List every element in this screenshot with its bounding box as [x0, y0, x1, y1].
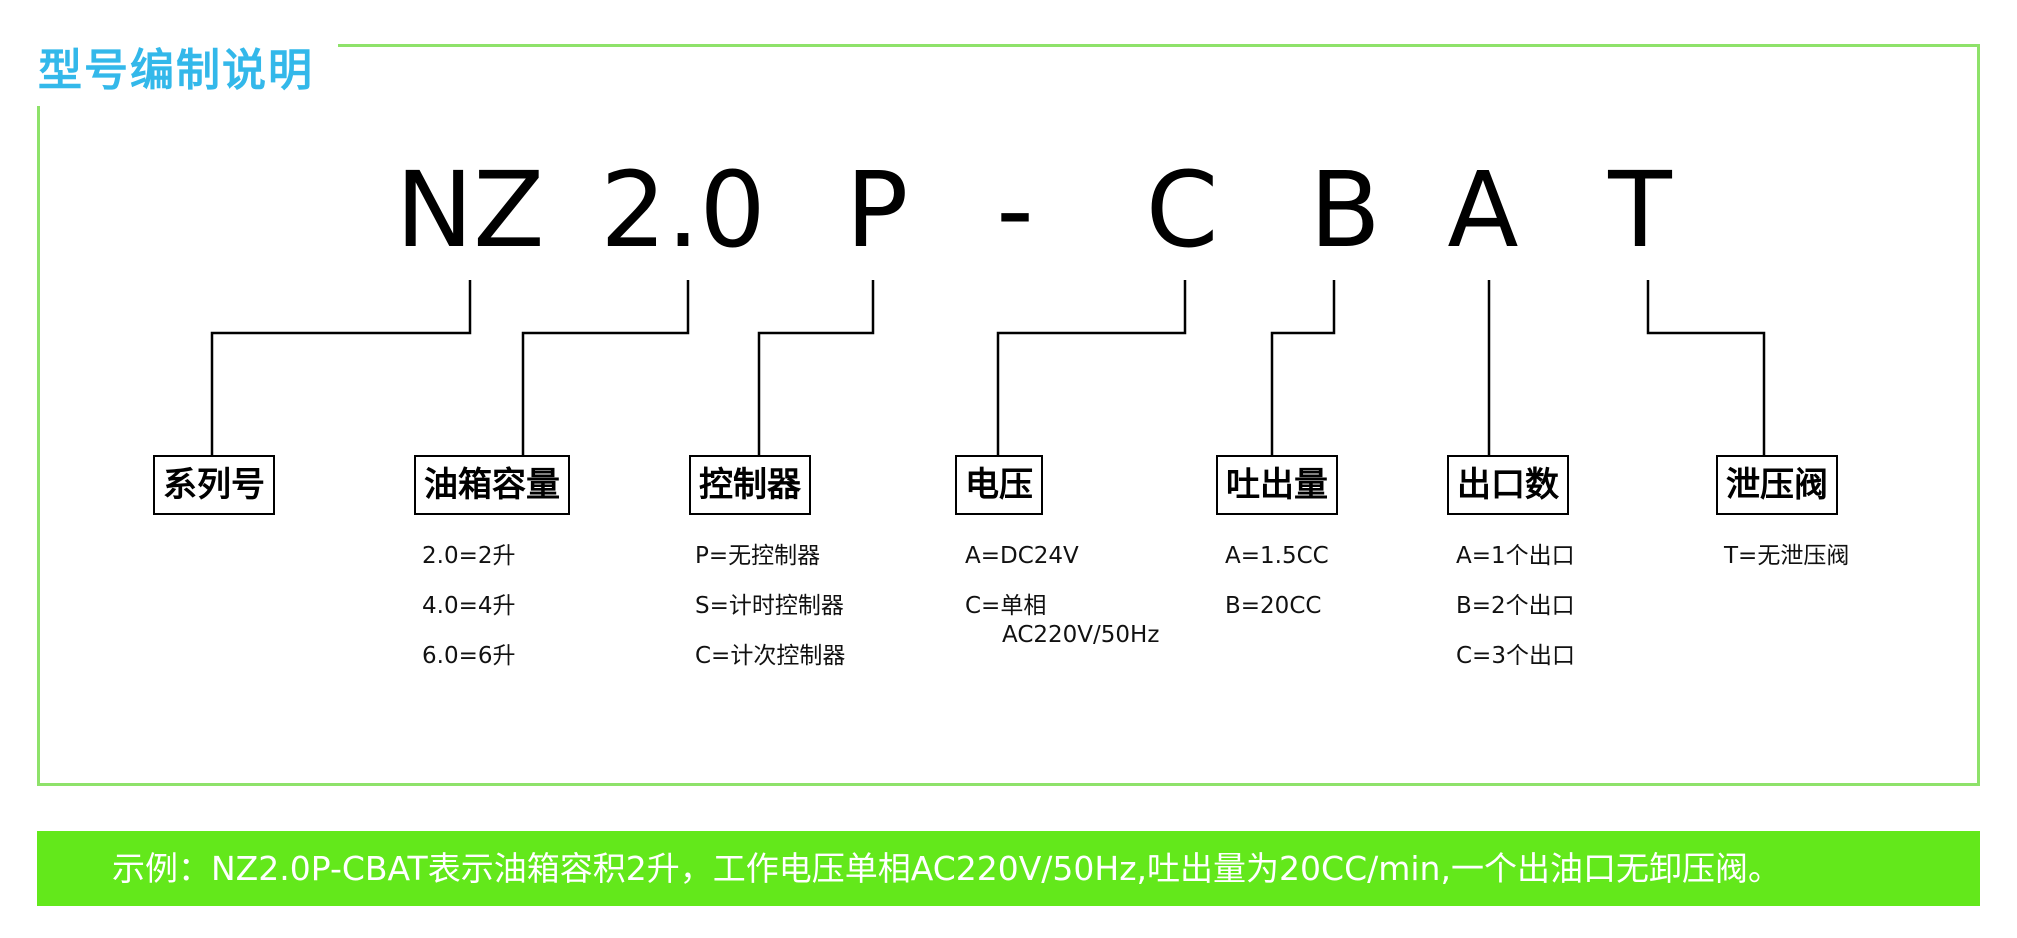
code-valve: T [1608, 149, 1672, 271]
connector-flow [1270, 280, 1336, 456]
connector-tank [521, 280, 690, 456]
option-outlets-2: B=2个出口 [1456, 593, 1575, 619]
option-controller-2: S=计时控制器 [695, 593, 844, 619]
option-voltage-2: C=单相 [965, 593, 1047, 619]
connector-valve [1646, 280, 1766, 456]
label-valve: 泄压阀 [1716, 455, 1838, 515]
example-bar: 示例：NZ2.0P-CBAT表示油箱容积2升，工作电压单相AC220V/50Hz… [37, 831, 1980, 906]
option-flow-2: B=20CC [1225, 593, 1322, 619]
code-dash: - [996, 149, 1034, 271]
label-tank: 油箱容量 [414, 455, 570, 515]
option-flow-1: A=1.5CC [1225, 543, 1329, 569]
label-series: 系列号 [153, 455, 275, 515]
code-series: NZ [395, 149, 545, 271]
code-flow: B [1309, 149, 1381, 271]
connector-voltage [996, 280, 1187, 456]
connector-series [210, 280, 472, 456]
code-controller: P [845, 149, 909, 271]
section-title: 型号编制说明 [30, 36, 338, 106]
option-voltage-1: A=DC24V [965, 543, 1079, 569]
label-controller: 控制器 [689, 455, 811, 515]
code-voltage: C [1145, 149, 1219, 271]
label-outlets: 出口数 [1447, 455, 1569, 515]
connector-controller [757, 280, 875, 456]
example-text: 示例：NZ2.0P-CBAT表示油箱容积2升，工作电压单相AC220V/50Hz… [112, 849, 1781, 888]
option-outlets-1: A=1个出口 [1456, 543, 1575, 569]
label-flow: 吐出量 [1216, 455, 1338, 515]
option-tank-2: 4.0=4升 [422, 593, 516, 619]
option-valve-1: T=无泄压阀 [1724, 543, 1850, 569]
option-controller-1: P=无控制器 [695, 543, 821, 569]
label-voltage: 电压 [955, 455, 1043, 515]
option-tank-3: 6.0=6升 [422, 643, 516, 669]
code-capacity: 2.0 [600, 149, 766, 271]
code-outlets: A [1447, 149, 1519, 271]
option-voltage-2-detail: AC220V/50Hz [1002, 622, 1160, 648]
option-tank-1: 2.0=2升 [422, 543, 516, 569]
diagram-frame [37, 44, 1980, 786]
option-outlets-3: C=3个出口 [1456, 643, 1575, 669]
option-controller-3: C=计次控制器 [695, 643, 846, 669]
